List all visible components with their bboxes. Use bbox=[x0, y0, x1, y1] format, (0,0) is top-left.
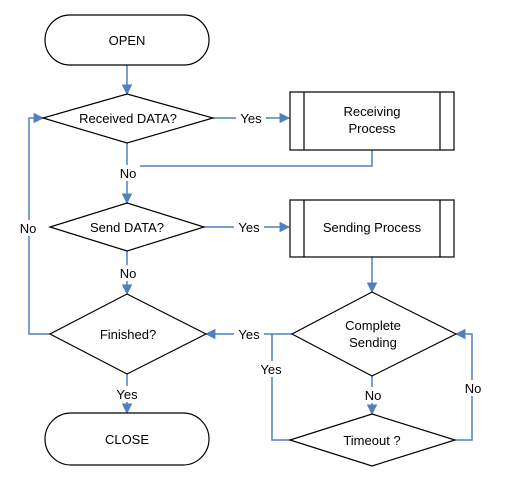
sending-label: Sending Process bbox=[323, 220, 422, 235]
finished-yes-label: Yes bbox=[116, 387, 138, 402]
timeout-yes-label: Yes bbox=[260, 362, 282, 377]
node-send-data: Send DATA? bbox=[47, 202, 207, 252]
timeout-label: Timeout ? bbox=[343, 433, 400, 448]
timeout-no-label: No bbox=[465, 381, 482, 396]
complete-label-line2: Sending bbox=[349, 335, 397, 350]
send-decision bbox=[47, 202, 207, 252]
complete-yes-label: Yes bbox=[238, 327, 260, 342]
complete-label-line1: Complete bbox=[345, 318, 401, 333]
received-decision bbox=[40, 93, 216, 144]
open-label: OPEN bbox=[109, 33, 146, 48]
receiving-label-line1: Receiving bbox=[343, 104, 400, 119]
edge-timeout-yes bbox=[271, 334, 290, 441]
edge-labels: Yes No Yes No No Yes Yes No No Yes bbox=[16, 110, 485, 403]
receiving-process-box bbox=[289, 91, 455, 151]
node-finished: Finished? bbox=[48, 293, 208, 375]
node-open: OPEN bbox=[44, 14, 210, 66]
node-complete-sending: Complete Sending bbox=[290, 291, 458, 377]
send-no-label: No bbox=[120, 266, 137, 281]
node-timeout: Timeout ? bbox=[288, 413, 458, 467]
edge-receiving-return bbox=[127, 150, 373, 167]
complete-decision bbox=[290, 291, 458, 377]
node-receiving-process: Receiving Process bbox=[289, 91, 455, 151]
close-label: CLOSE bbox=[105, 432, 149, 447]
finished-label: Finished? bbox=[100, 327, 156, 342]
close-terminal bbox=[44, 412, 210, 466]
node-received-data: Received DATA? bbox=[40, 93, 216, 144]
receiving-label-line2: Process bbox=[349, 121, 396, 136]
send-label: Send DATA? bbox=[90, 220, 164, 235]
finished-decision bbox=[48, 293, 208, 375]
received-yes-label: Yes bbox=[240, 111, 262, 126]
node-sending-process: Sending Process bbox=[289, 199, 455, 258]
open-terminal bbox=[44, 14, 210, 66]
finished-no-label: No bbox=[20, 221, 37, 236]
complete-no-label: No bbox=[365, 388, 382, 403]
node-close: CLOSE bbox=[44, 412, 210, 466]
sending-process-box bbox=[289, 199, 455, 258]
timeout-decision bbox=[288, 413, 458, 467]
received-label: Received DATA? bbox=[79, 111, 177, 126]
received-no-label: No bbox=[120, 166, 137, 181]
send-yes-label: Yes bbox=[238, 220, 260, 235]
